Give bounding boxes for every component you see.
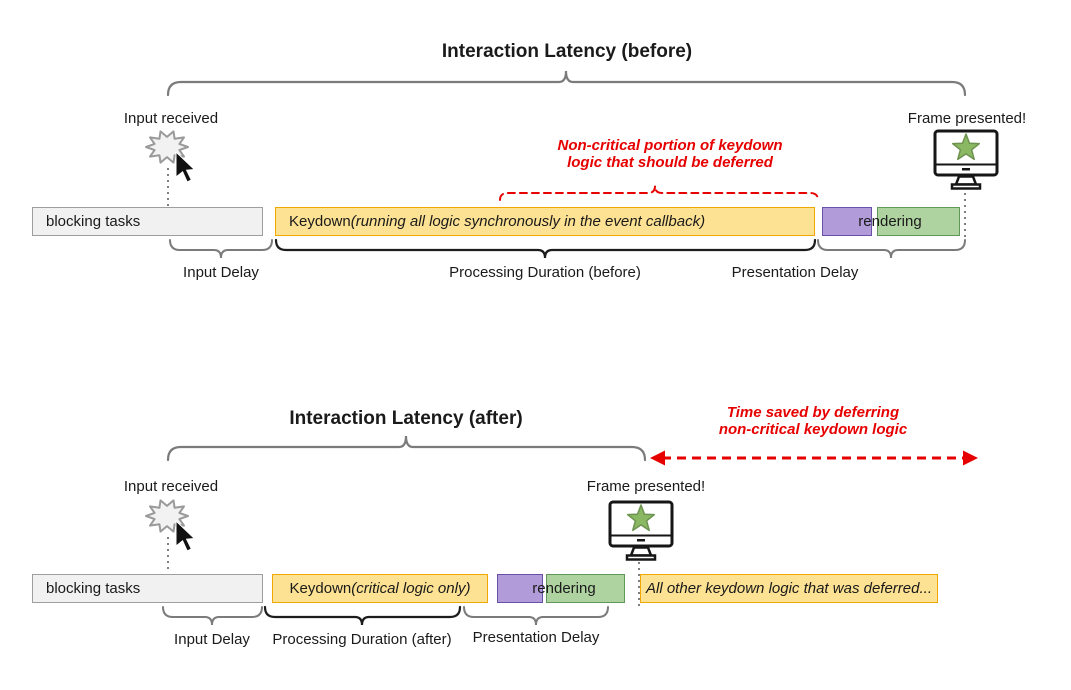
before-red-annotation: Non-critical portion of keydown logic th… <box>557 137 783 171</box>
before-rendering-label: rendering <box>858 213 922 230</box>
after-monitor-icon <box>608 500 674 561</box>
before-presentation-brace <box>817 239 966 259</box>
before-keydown-italic-text: (running all logic synchronously in the … <box>350 213 706 230</box>
before-keydown-bar: Keydown (running all logic synchronously… <box>275 207 815 236</box>
after-input-delay-brace <box>162 606 263 626</box>
before-input-burst-icon <box>145 130 196 183</box>
after-latency-brace <box>166 435 647 462</box>
before-presentation-delay-label: Presentation Delay <box>731 264 859 281</box>
after-deferred-logic-bar: All other keydown logic that was deferre… <box>640 574 938 603</box>
before-input-delay-brace <box>169 239 273 259</box>
before-frame-presented-label: Frame presented! <box>907 110 1027 127</box>
before-title: Interaction Latency (before) <box>441 41 693 62</box>
after-rendering-label: rendering <box>532 580 596 597</box>
after-input-burst-icon <box>145 499 196 552</box>
after-presentation-delay-label: Presentation Delay <box>472 629 600 646</box>
before-paint-bar <box>822 207 872 236</box>
after-keydown-italic-text: (critical logic only) <box>351 580 471 597</box>
after-title: Interaction Latency (after) <box>289 408 523 429</box>
before-input-received-label: Input received <box>123 110 219 127</box>
before-noncritical-red-brace <box>499 185 819 201</box>
after-paint-bar <box>497 574 543 603</box>
after-time-saved-arrow <box>650 450 978 466</box>
after-deferred-logic-text: All other keydown logic that was deferre… <box>646 580 932 597</box>
before-processing-duration-label: Processing Duration (before) <box>449 264 641 281</box>
after-processing-duration-label: Processing Duration (after) <box>272 631 452 648</box>
after-blocking-tasks-bar: blocking tasks <box>32 574 263 603</box>
before-blocking-tasks-bar: blocking tasks <box>32 207 263 236</box>
after-processing-brace <box>263 605 462 626</box>
after-input-received-label: Input received <box>123 478 219 495</box>
after-frame-presented-label: Frame presented! <box>586 478 706 495</box>
before-keydown-text: Keydown <box>289 213 351 230</box>
after-keydown-bar: Keydown (critical logic only) <box>272 574 488 603</box>
after-blocking-tasks-text: blocking tasks <box>46 580 141 597</box>
before-latency-brace <box>166 70 967 97</box>
after-presentation-brace <box>463 606 609 626</box>
after-red-annotation: Time saved by deferring non-critical key… <box>718 404 908 438</box>
before-rendering-bar <box>877 207 960 236</box>
before-processing-brace <box>274 238 817 259</box>
before-monitor-icon <box>933 129 999 190</box>
after-input-delay-label: Input Delay <box>174 631 250 648</box>
after-rendering-bar <box>546 574 625 603</box>
before-blocking-tasks-text: blocking tasks <box>46 213 141 230</box>
after-keydown-text: Keydown <box>289 580 352 597</box>
before-input-delay-label: Input Delay <box>183 264 259 281</box>
